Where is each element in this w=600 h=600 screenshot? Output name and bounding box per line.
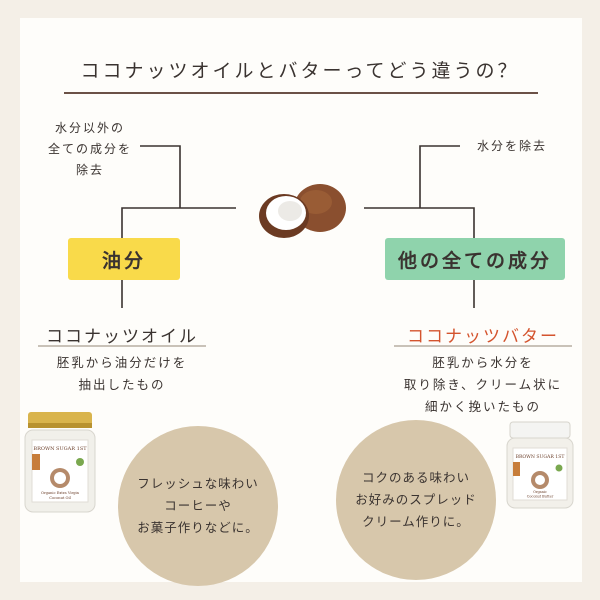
feature-line: コクのある味わい [361, 470, 470, 485]
feature-line: お好みのスプレッド [355, 492, 477, 507]
coconut-oil-jar-image: BROWN SUGAR 1ST Organic Extra Virgin Coc… [24, 412, 96, 513]
coconut-butter-underline [394, 345, 572, 347]
coconut-butter-feature-text: コクのある味わい お好みのスプレッド クリーム作りに。 [355, 467, 477, 533]
right-note-line: 水分を除去 [476, 139, 547, 153]
feature-line: クリーム作りに。 [362, 514, 470, 529]
coconut-icon [259, 184, 346, 238]
left-note-line: 水分以外の [54, 121, 125, 135]
left-note-connector [140, 145, 181, 208]
coconut-butter-description: 胚乳から水分を 取り除き、クリーム状に 細かく挽いたもの [382, 352, 584, 418]
right-branch-connector [364, 207, 475, 238]
title-divider [64, 92, 538, 94]
description-line: 取り除き、クリーム状に [403, 377, 563, 392]
other-components-badge: 他の全ての成分 [385, 238, 565, 280]
coconut-oil-description: 胚乳から油分だけを 抽出したもの [30, 352, 214, 396]
feature-line: お菓子作りなどに。 [137, 520, 259, 535]
page-title: ココナッツオイルとバターってどう違うの？ [80, 60, 520, 82]
feature-line: フレッシュな味わい [137, 476, 259, 491]
left-note: 水分以外の 全ての成分を 除去 [40, 118, 140, 181]
oil-component-badge: 油分 [68, 238, 180, 280]
coconut-butter-title: ココナッツバター [407, 327, 559, 347]
left-note-line: 除去 [75, 163, 104, 177]
coconut-oil-feature-text: フレッシュな味わい コーヒーや お菓子作りなどに。 [137, 473, 259, 539]
coconut-butter-feature-circle: コクのある味わい お好みのスプレッド クリーム作りに。 [336, 420, 496, 580]
coconut-butter-jar-image: BROWN SUGAR 1ST Organic Coconut Butter [506, 421, 574, 509]
coconut-oil-title: ココナッツオイル [46, 327, 198, 347]
description-line: 胚乳から水分を [432, 355, 534, 370]
oil-jar-line: Coconut Oil [49, 496, 71, 500]
butter-jar-brand: BROWN SUGAR 1ST [516, 454, 566, 460]
description-line: 胚乳から油分だけを [56, 355, 188, 370]
description-line: 抽出したもの [78, 377, 166, 392]
oil-jar-line: Organic Extra Virgin [41, 491, 80, 495]
right-note: 水分を除去 [462, 136, 562, 157]
right-note-connector [419, 145, 460, 208]
left-note-line: 全ての成分を [47, 142, 132, 156]
left-branch-connector [121, 207, 236, 238]
butter-jar-line: Organic [533, 490, 547, 494]
feature-line: コーヒーや [164, 498, 232, 513]
coconut-oil-feature-circle: フレッシュな味わい コーヒーや お菓子作りなどに。 [118, 426, 278, 586]
butter-jar-line: Coconut Butter [527, 495, 554, 499]
description-line: 細かく挽いたもの [424, 399, 541, 414]
coconut-oil-underline [38, 345, 206, 347]
oil-jar-brand: BROWN SUGAR 1ST [33, 446, 87, 452]
